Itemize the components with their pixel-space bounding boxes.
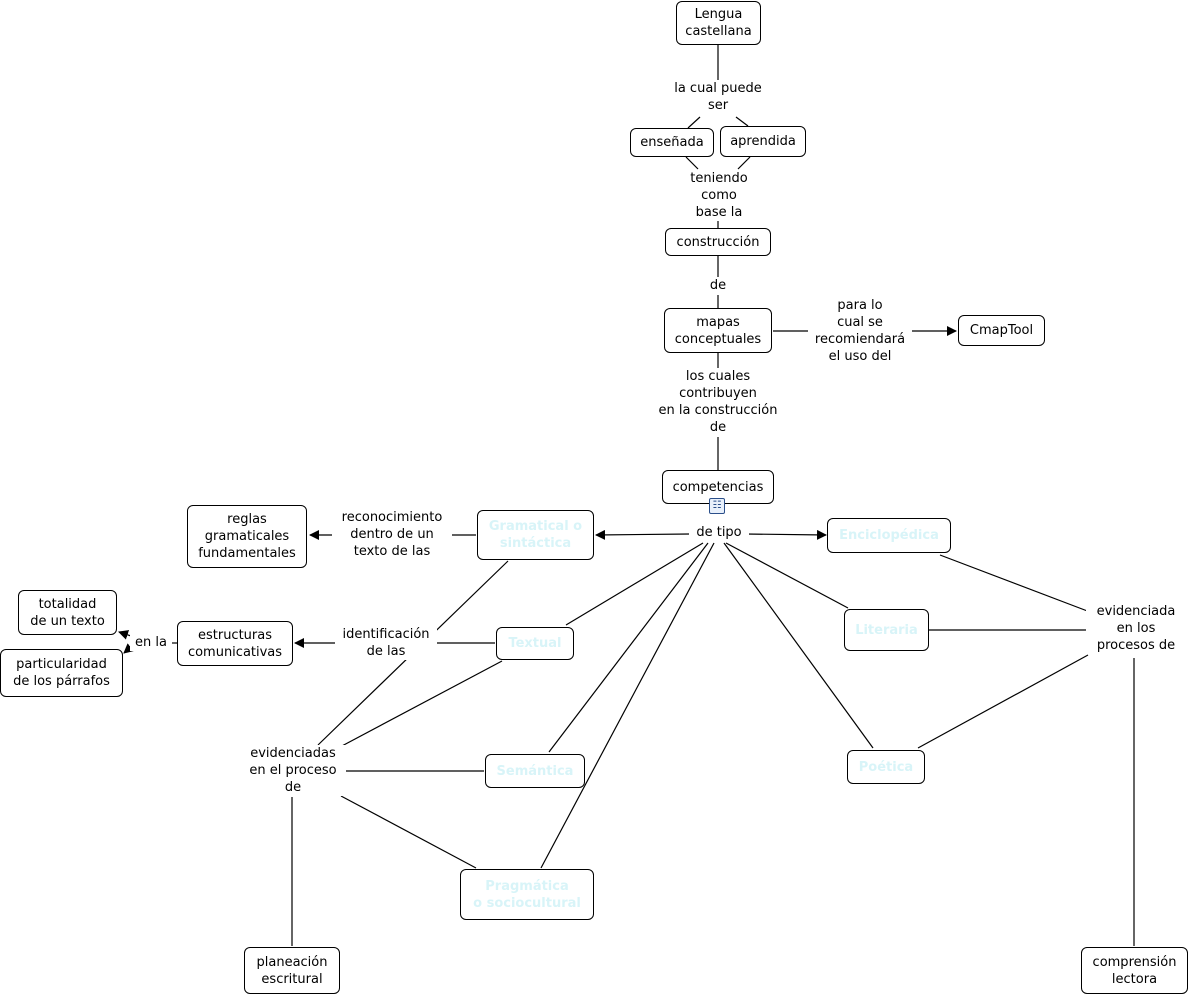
nested-map-icon[interactable]: ☷ [709,498,725,514]
concept-cmaptool[interactable]: CmapTool [958,315,1045,346]
concept-mapas-conceptuales[interactable]: mapas conceptuales [664,308,772,353]
link-los-cuales-contribuyen: los cuales contribuyen en la construcció… [648,368,788,436]
concept-lengua-castellana[interactable]: Lengua castellana [676,1,761,45]
concept-totalidad[interactable]: totalidad de un texto [18,590,117,635]
concept-comprension-lectora[interactable]: comprensión lectora [1081,947,1188,994]
link-reconocimiento: reconocimiento dentro de un texto de las [332,509,452,560]
link-teniendo-como-base: teniendo como base la [680,170,758,221]
concept-semantica[interactable]: Semántica [485,754,585,788]
link-identificacion: identificación de las [335,626,437,660]
concept-aprendida[interactable]: aprendida [720,126,806,157]
concept-gramatical[interactable]: Gramatical o sintáctica [477,510,594,560]
link-evidenciada-procesos: evidenciada en los procesos de [1086,603,1186,654]
concept-ensenada[interactable]: enseñada [630,128,714,157]
concept-literaria[interactable]: Literaria [844,609,929,651]
link-de: de [704,277,732,294]
concept-construccion[interactable]: construcción [665,228,771,256]
concept-poetica[interactable]: Poética [847,750,925,784]
concept-particularidad[interactable]: particularidad de los párrafos [0,649,123,697]
link-en-la: en la [130,634,172,651]
link-de-tipo: de tipo [689,524,749,541]
concept-planeacion-escritural[interactable]: planeación escritural [244,947,340,994]
link-evidenciadas-proceso: evidenciadas en el proceso de [240,745,346,796]
concept-reglas-gramaticales[interactable]: reglas gramaticales fundamentales [187,505,307,568]
concept-enciclopedica[interactable]: Enciclopédica [827,518,951,553]
concept-textual[interactable]: Textual [496,627,574,660]
concept-estructuras-comunicativas[interactable]: estructuras comunicativas [177,621,293,666]
link-para-lo-cual: para lo cual se recomiendará el uso del [808,297,912,365]
link-la-cual-puede-ser: la cual puede ser [668,80,768,114]
concept-pragmatica[interactable]: Pragmática o sociocultural [460,869,594,920]
